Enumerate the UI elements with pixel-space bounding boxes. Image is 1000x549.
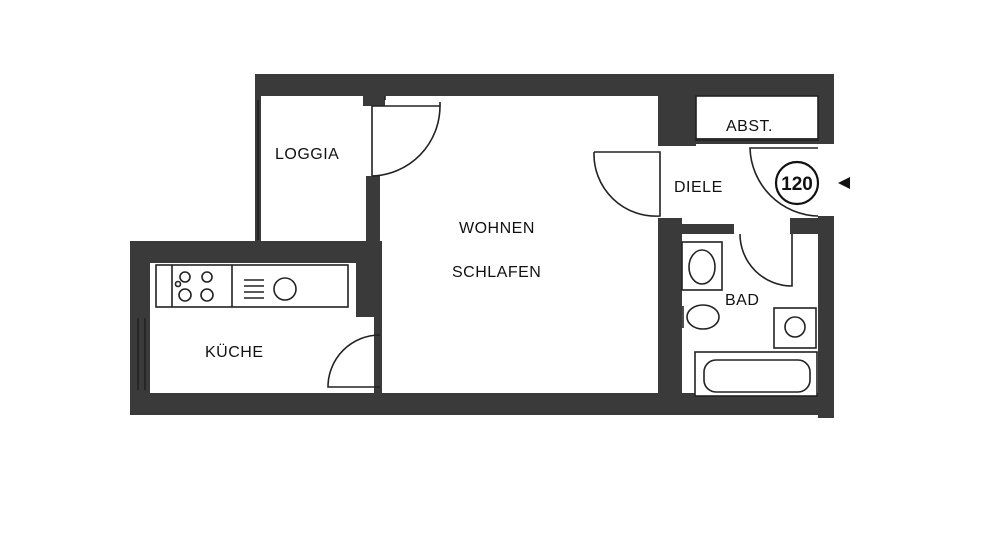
label-loggia: LOGGIA (275, 146, 339, 163)
label-wohnen: WOHNEN (459, 220, 535, 237)
label-kueche: KÜCHE (205, 343, 264, 361)
apartment-number-badge: 120 (774, 160, 820, 206)
bath-door (739, 233, 793, 287)
abst-room (695, 95, 819, 141)
label-abst: ABST. (726, 118, 773, 135)
loggia-door (371, 102, 441, 177)
bath-fixtures (681, 241, 818, 397)
walls (130, 74, 834, 418)
label-bad: BAD (725, 292, 759, 309)
label-schlafen: SCHLAFEN (452, 264, 541, 281)
entrance-arrow-icon (838, 177, 850, 189)
stove-icon (174, 271, 214, 302)
apartment-number: 120 (781, 174, 813, 195)
diele-door (593, 151, 661, 217)
kitchen-door (327, 334, 381, 388)
label-diele: DIELE (674, 179, 723, 196)
sink-icon (244, 277, 297, 301)
window-lines (137, 96, 386, 390)
entrance-door (749, 147, 819, 217)
